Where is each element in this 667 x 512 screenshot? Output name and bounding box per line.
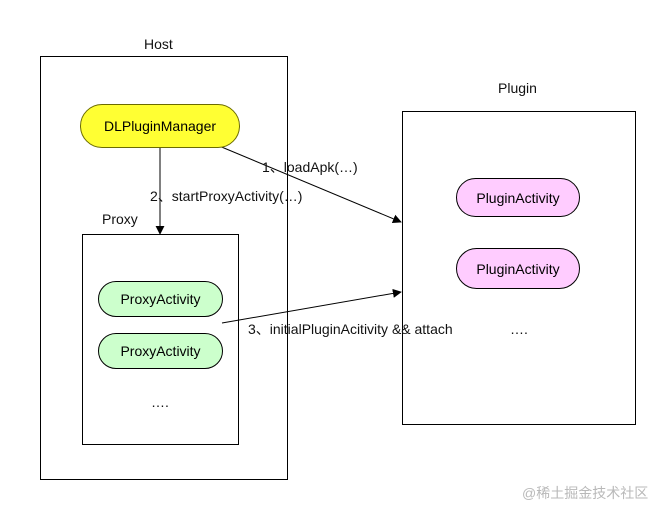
dl-plugin-manager-node: DLPluginManager <box>80 104 240 148</box>
watermark: @稀土掘金技术社区 <box>522 485 649 501</box>
plugin-activity-node: PluginActivity <box>456 178 580 217</box>
plugin-ellipsis: …. <box>510 321 528 337</box>
edge-label-load-apk: 1、loadApk(…) <box>262 159 358 175</box>
proxy-ellipsis: …. <box>151 394 169 410</box>
plugin-activity-node: PluginActivity <box>456 248 580 289</box>
plugin-title: Plugin <box>498 80 537 96</box>
proxy-title: Proxy <box>102 211 138 227</box>
edge-initial-plugin-activity <box>221 288 402 324</box>
edge-label-start-proxy: 2、startProxyActivity(…) <box>150 188 303 204</box>
edge-label-initial-plugin: 3、initialPluginAcitivity && attach <box>248 321 453 337</box>
proxy-activity-node: ProxyActivity <box>98 281 223 317</box>
plugin-container <box>402 111 636 425</box>
edge-load-apk <box>211 142 402 224</box>
host-title: Host <box>144 36 173 52</box>
proxy-activity-node: ProxyActivity <box>98 333 223 369</box>
